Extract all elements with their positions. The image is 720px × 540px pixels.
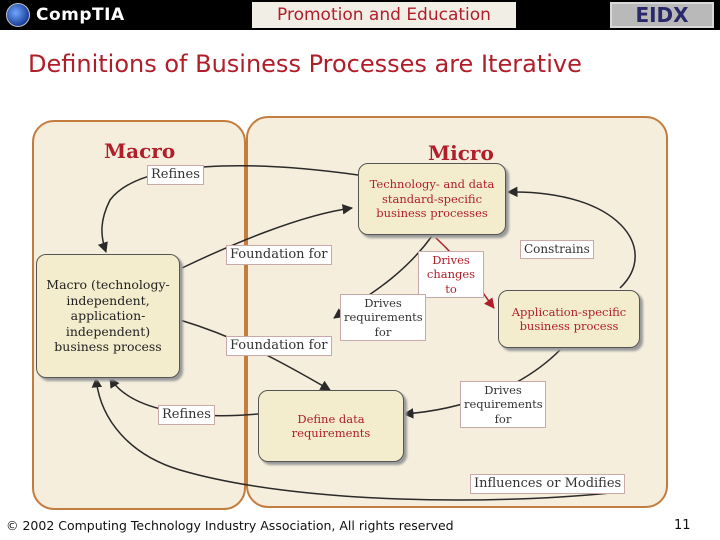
node-app-specific-process: Application-specific business process bbox=[498, 290, 640, 348]
page-number: 11 bbox=[674, 518, 691, 533]
label-refines-top: Refines bbox=[147, 165, 204, 186]
eidx-logo: EIDX bbox=[610, 2, 714, 28]
eidx-logo-text: EIDX bbox=[635, 3, 689, 27]
arrow-refines-top bbox=[97, 165, 359, 253]
label-drives-req-mid: Drives requirements for bbox=[340, 294, 426, 342]
arrow-influences bbox=[91, 376, 621, 501]
label-foundation-bottom: Foundation for bbox=[226, 336, 332, 357]
label-foundation-top: Foundation for bbox=[226, 245, 332, 266]
node-tech-standard-process: Technology- and data standard-specific b… bbox=[358, 163, 506, 235]
header-title: Promotion and Education bbox=[252, 2, 516, 28]
arrow-foundation-top bbox=[181, 204, 354, 269]
comptia-logo-text: CompTIA bbox=[36, 5, 125, 25]
macro-region-label: Macro bbox=[104, 139, 176, 163]
slide-title: Definitions of Business Processes are It… bbox=[28, 50, 582, 78]
top-bar: CompTIA Promotion and Education EIDX bbox=[0, 0, 720, 30]
label-influences: Influences or Modifies bbox=[470, 474, 626, 495]
label-refines-bottom: Refines bbox=[158, 405, 215, 426]
globe-icon bbox=[6, 3, 30, 27]
copyright-footer: © 2002 Computing Technology Industry Ass… bbox=[6, 518, 454, 533]
arrow-constrains bbox=[506, 186, 636, 289]
comptia-logo: CompTIA bbox=[6, 3, 125, 27]
node-define-data-requirements: Define data requirements bbox=[258, 390, 404, 462]
label-drives-req-right: Drives requirements for bbox=[460, 381, 546, 429]
label-constrains: Constrains bbox=[520, 240, 594, 259]
label-drives-changes: Drives changes to bbox=[418, 251, 484, 299]
micro-region-label: Micro bbox=[428, 141, 494, 165]
node-macro-process: Macro (technology-independent, applicati… bbox=[36, 254, 180, 378]
